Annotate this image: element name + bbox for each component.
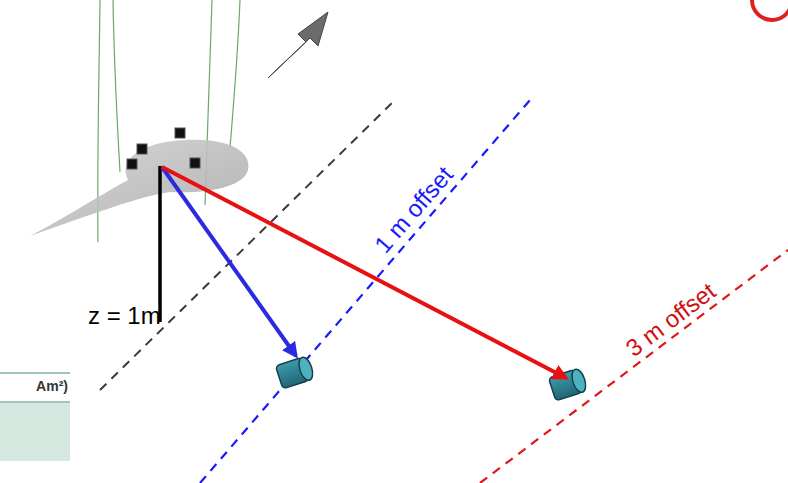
offset-line-3m [480, 250, 788, 483]
table-cell: Am²) [36, 379, 68, 394]
red-circle [752, 0, 788, 20]
offset-label: 3 m offset [621, 278, 721, 362]
receiver-cylinder [275, 355, 315, 388]
sensor-cubes [127, 128, 200, 169]
blue-arrow [162, 167, 296, 356]
red-arrow [162, 167, 566, 378]
direction-arrow [268, 12, 328, 78]
offset-label: 1 m offset [370, 162, 459, 259]
sensor-platform [30, 140, 248, 236]
reference-line [100, 100, 395, 390]
table-fragment [0, 373, 70, 461]
height-label: z = 1m [88, 303, 161, 329]
suspension-lines [98, 0, 240, 242]
height-bar [158, 166, 162, 322]
